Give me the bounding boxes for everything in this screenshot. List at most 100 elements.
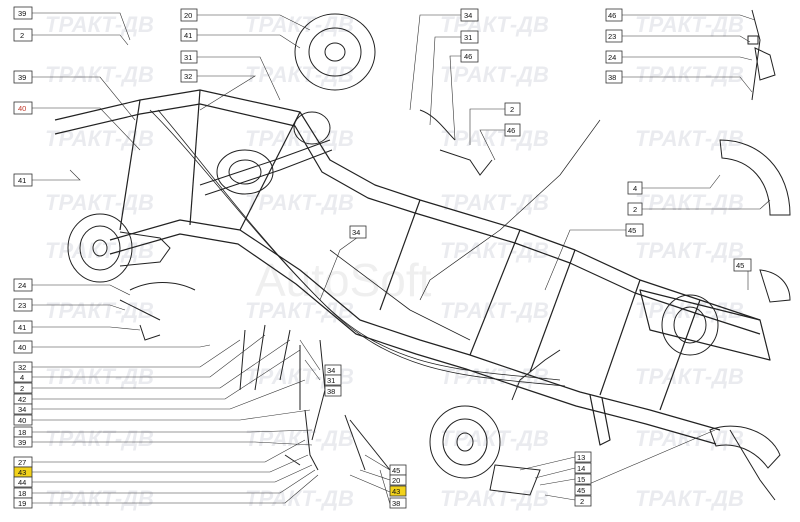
svg-text:45: 45 bbox=[577, 486, 585, 495]
label-31: 31 bbox=[324, 374, 342, 386]
label-23: 23 bbox=[13, 298, 33, 312]
svg-text:44: 44 bbox=[18, 478, 26, 487]
svg-text:23: 23 bbox=[608, 32, 616, 41]
watermark-brand: ТРАКТ-ДВ bbox=[45, 238, 154, 263]
label-34: 34 bbox=[324, 364, 342, 376]
svg-text:41: 41 bbox=[18, 176, 26, 185]
svg-text:4: 4 bbox=[633, 184, 637, 193]
label-2: 2 bbox=[504, 102, 521, 116]
svg-text:40: 40 bbox=[18, 104, 26, 113]
label-27: 27 bbox=[13, 456, 33, 468]
watermark-brand: ТРАКТ-ДВ bbox=[440, 238, 549, 263]
svg-text:2: 2 bbox=[20, 31, 24, 40]
svg-text:31: 31 bbox=[327, 376, 335, 385]
watermark-brand: ТРАКТ-ДВ bbox=[45, 426, 154, 451]
label-38: 38 bbox=[389, 497, 407, 509]
svg-text:41: 41 bbox=[18, 323, 26, 332]
svg-text:41: 41 bbox=[184, 31, 192, 40]
watermark-brand: ТРАКТ-ДВ bbox=[635, 298, 744, 323]
watermark-brand: ТРАКТ-ДВ bbox=[245, 426, 354, 451]
svg-text:39: 39 bbox=[18, 438, 26, 447]
label-31: 31 bbox=[460, 30, 479, 44]
svg-text:2: 2 bbox=[580, 497, 584, 506]
label-41: 41 bbox=[13, 320, 33, 334]
svg-text:23: 23 bbox=[18, 301, 26, 310]
watermark-brand: ТРАКТ-ДВ bbox=[245, 190, 354, 215]
svg-text:18: 18 bbox=[18, 428, 26, 437]
label-34: 34 bbox=[13, 403, 33, 415]
label-45: 45 bbox=[574, 484, 592, 496]
svg-text:13: 13 bbox=[577, 453, 585, 462]
label-45: 45 bbox=[389, 464, 407, 476]
label-42: 42 bbox=[13, 393, 33, 405]
label-20: 20 bbox=[180, 8, 198, 22]
label-46: 46 bbox=[605, 8, 623, 22]
label-46: 46 bbox=[504, 123, 521, 137]
watermark-brand: ТРАКТ-ДВ bbox=[440, 298, 549, 323]
svg-text:43: 43 bbox=[18, 468, 26, 477]
label-19: 19 bbox=[13, 497, 33, 509]
label-20: 20 bbox=[389, 474, 407, 486]
watermark-brand: ТРАКТ-ДВ bbox=[45, 12, 154, 37]
label-31: 31 bbox=[180, 50, 198, 64]
svg-text:45: 45 bbox=[628, 226, 636, 235]
watermark-brand: ТРАКТ-ДВ bbox=[440, 486, 549, 511]
label-14: 14 bbox=[574, 462, 592, 474]
chassis-frame bbox=[54, 89, 771, 446]
svg-text:4: 4 bbox=[20, 373, 24, 382]
svg-text:2: 2 bbox=[510, 105, 514, 114]
label-44: 44 bbox=[13, 476, 33, 488]
label-32: 32 bbox=[180, 69, 198, 83]
svg-text:34: 34 bbox=[464, 11, 472, 20]
watermark-layer: ТРАКТ-ДВ ТРАКТ-ДВ ТРАКТ-ДВ ТРАКТ-ДВ ТРАК… bbox=[45, 12, 744, 511]
label-2: 2 bbox=[574, 495, 592, 507]
svg-text:46: 46 bbox=[464, 52, 472, 61]
watermark-brand: ТРАКТ-ДВ bbox=[440, 12, 549, 37]
watermark-brand: ТРАКТ-ДВ bbox=[245, 126, 354, 151]
watermark-brand: ТРАКТ-ДВ bbox=[45, 486, 154, 511]
svg-text:2: 2 bbox=[633, 205, 637, 214]
svg-text:19: 19 bbox=[18, 499, 26, 508]
svg-text:20: 20 bbox=[392, 476, 400, 485]
watermark-brand: ТРАКТ-ДВ bbox=[635, 364, 744, 389]
svg-text:40: 40 bbox=[18, 343, 26, 352]
label-40: 40 bbox=[13, 414, 33, 426]
svg-text:46: 46 bbox=[608, 11, 616, 20]
svg-text:34: 34 bbox=[327, 366, 335, 375]
label-34: 34 bbox=[349, 225, 367, 239]
label-18: 18 bbox=[13, 426, 33, 438]
svg-text:39: 39 bbox=[18, 9, 26, 18]
svg-text:38: 38 bbox=[327, 387, 335, 396]
label-38: 38 bbox=[605, 70, 623, 84]
svg-text:45: 45 bbox=[392, 466, 400, 475]
label-39: 39 bbox=[13, 70, 33, 84]
label-39: 39 bbox=[13, 6, 33, 20]
label-40: 40 bbox=[13, 340, 33, 354]
svg-text:15: 15 bbox=[577, 475, 585, 484]
watermark-brand: ТРАКТ-ДВ bbox=[635, 426, 744, 451]
svg-text:34: 34 bbox=[18, 405, 26, 414]
label-2: 2 bbox=[13, 28, 33, 42]
svg-text:27: 27 bbox=[18, 458, 26, 467]
callout-labels: 39 2 39 40 41 24 23 41 40 32 4 2 42 34 4… bbox=[13, 6, 752, 509]
label-4: 4 bbox=[13, 371, 33, 383]
label-18: 18 bbox=[13, 487, 33, 499]
watermark-brand: ТРАКТ-ДВ bbox=[635, 486, 744, 511]
label-24: 24 bbox=[605, 50, 623, 64]
label-2: 2 bbox=[13, 382, 33, 394]
label-45: 45 bbox=[733, 258, 752, 272]
svg-text:24: 24 bbox=[608, 53, 616, 62]
label-41: 41 bbox=[13, 173, 33, 187]
svg-text:39: 39 bbox=[18, 73, 26, 82]
watermark-center: AutoSoft bbox=[255, 254, 432, 306]
label-13: 13 bbox=[574, 451, 592, 463]
label-46: 46 bbox=[460, 49, 479, 63]
svg-text:14: 14 bbox=[577, 464, 585, 473]
top-brake-drum bbox=[293, 13, 376, 145]
label-34: 34 bbox=[460, 8, 479, 22]
label-2: 2 bbox=[627, 202, 643, 216]
front-differential bbox=[199, 139, 333, 196]
svg-text:32: 32 bbox=[184, 72, 192, 81]
watermark-brand: ТРАКТ-ДВ bbox=[45, 364, 154, 389]
right-brake-shield bbox=[709, 139, 791, 469]
